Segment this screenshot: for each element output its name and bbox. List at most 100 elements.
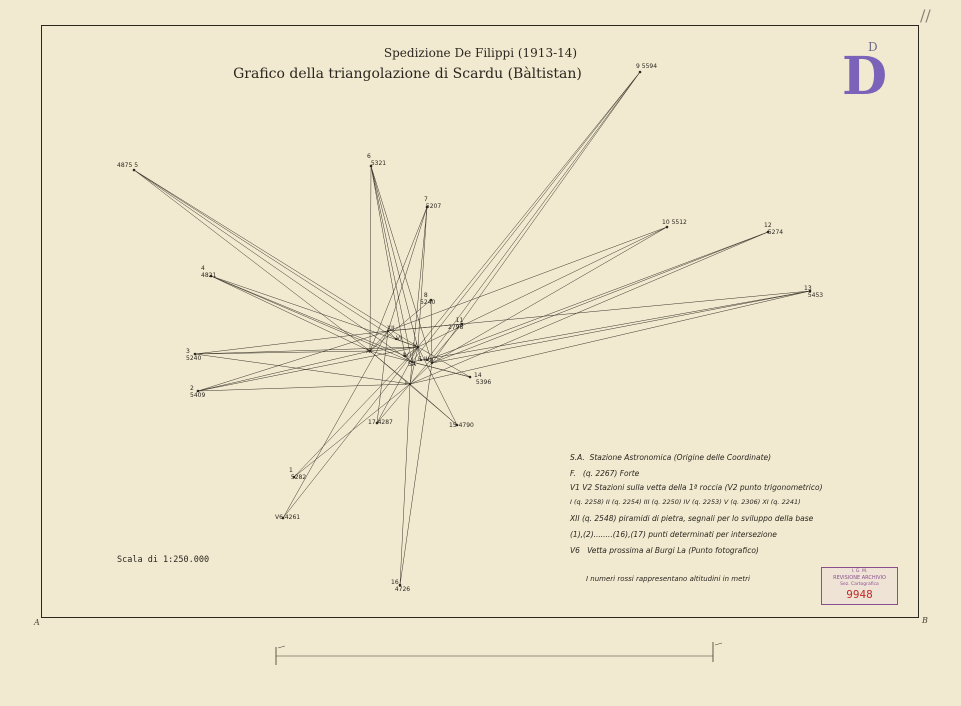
sight-line-s6-IV	[370, 165, 406, 357]
sight-line-s14-XI	[369, 350, 471, 378]
base-label-sa: SA	[408, 361, 417, 368]
sight-line-XI-XII	[369, 330, 389, 352]
base-label-vi: VI	[396, 335, 402, 342]
sight-line-s12-III	[426, 231, 769, 361]
sight-line-s6-II	[370, 165, 433, 364]
base-label-f: F	[418, 356, 422, 363]
sight-line-V-IV	[404, 346, 419, 357]
archive-stamp: I. G. M. REVISIONE ARCHIVIO Sez. Cartogr…	[821, 567, 898, 605]
sight-line-s3-V	[194, 346, 419, 355]
sight-line-sv6-XII	[282, 330, 389, 519]
sight-line-IV-SA	[404, 355, 413, 363]
station-6-label: 6 5321	[367, 153, 387, 167]
legend-row-base-stations: I (q. 2258) II (q. 2254) III (q. 2250) I…	[570, 498, 801, 506]
sight-line-s11-XII	[387, 323, 463, 332]
sight-line-XII-VI	[387, 330, 397, 340]
station-point-s8	[429, 298, 433, 302]
station-point-s6	[369, 164, 373, 168]
map-title: Spedizione De Filippi (1913-14)	[383, 46, 578, 60]
legend-row-f: F. (q. 2267) Forte	[570, 469, 640, 478]
sight-line-s15-I	[409, 383, 458, 426]
sight-line-s5-VI	[133, 169, 397, 340]
sight-line-s13-II	[431, 290, 811, 364]
station-point-s1	[292, 475, 296, 479]
base-label-i: I	[405, 380, 407, 387]
sight-line-s12-II	[431, 231, 769, 364]
station-point-III	[425, 358, 429, 362]
station-point-s10	[665, 225, 669, 229]
station-point-s2	[196, 389, 200, 393]
base-label-iv: IV	[403, 352, 409, 359]
sight-line-s17-XII	[376, 330, 389, 424]
station-point-s11	[460, 322, 464, 326]
stamp-number: 9948	[846, 588, 873, 601]
station-9-label: 9 5594	[636, 63, 658, 70]
sight-line-s7-XII	[387, 206, 428, 332]
station-point-s5	[132, 168, 136, 172]
sight-line-s4-V	[210, 275, 419, 348]
station-point-XII	[386, 329, 390, 333]
station-12-label: 12 5274	[764, 222, 784, 236]
sight-line-I-V	[409, 346, 419, 385]
sight-line-s2-XII	[197, 330, 389, 392]
station-point-s16	[398, 583, 402, 587]
sheet-letter-stamp: D	[842, 46, 888, 107]
base-label-xi: XI	[366, 348, 372, 355]
station-15-label: 15 4790	[449, 422, 474, 429]
sight-line-s16-I	[399, 383, 411, 586]
sight-line-s5-SA	[133, 169, 413, 363]
sight-line-s2-I	[197, 383, 411, 392]
station-10-label: 10 5512	[662, 219, 687, 226]
altitude-note: I numeri rossi rappresentano altitudini …	[586, 575, 750, 583]
legend-row-sa: S.A. Stazione Astronomica (Origine delle…	[570, 453, 772, 462]
station-point-s12	[766, 230, 770, 234]
station-point-s14	[468, 375, 472, 379]
sight-line-s5-V	[133, 169, 419, 348]
station-point-sv6	[281, 516, 285, 520]
sight-line-s4-XI	[210, 275, 371, 352]
sight-line-SA-F	[411, 359, 422, 363]
sight-line-s9-III	[426, 71, 641, 361]
base-label-xii: XII	[387, 325, 395, 332]
station-1-label: 1 5282	[289, 467, 307, 481]
corner-mark-right: B	[922, 616, 928, 625]
sight-line-s17-V	[376, 346, 419, 424]
sight-line-I-II	[409, 362, 433, 385]
corner-mark-left: A	[34, 618, 40, 627]
sight-line-s6-F	[370, 165, 422, 361]
sight-line-s13-I	[409, 290, 811, 385]
corner-pencil-marks: //	[920, 6, 931, 25]
sight-line-s3-I	[194, 353, 411, 385]
sight-line-s17-I	[376, 383, 411, 424]
station-point-I	[408, 382, 412, 386]
station-16-label: 16 4726	[391, 579, 411, 593]
station-point-VI	[394, 337, 398, 341]
station-point-s4	[209, 274, 213, 278]
base-label-iii: III	[424, 356, 430, 363]
sight-line-s10-XII	[387, 226, 668, 332]
sight-line-s1-V	[293, 346, 419, 478]
sight-line-s4-SA	[210, 275, 413, 363]
sight-line-s6-XI	[369, 165, 372, 352]
station-point-F	[419, 358, 423, 362]
sight-line-XI-I	[369, 350, 411, 385]
station-point-s9	[638, 70, 642, 74]
station-point-s3	[193, 352, 197, 356]
sight-line-s11-I	[409, 323, 463, 385]
stamp-line-3: Sez. Cartografica	[840, 582, 879, 587]
station-5-label: 4875 5	[117, 162, 139, 169]
station-17-label: 17 4287	[368, 419, 393, 426]
sight-line-s13-F	[420, 290, 811, 361]
station-point-II	[430, 361, 434, 365]
sight-line-s2-V	[197, 346, 419, 392]
sight-line-s9-II	[431, 71, 641, 364]
sight-line-s8-XI	[369, 299, 432, 352]
station-point-s15	[455, 423, 459, 427]
station-point-V	[416, 345, 420, 349]
sight-line-s9-SA	[411, 71, 641, 363]
sight-line-VI-V	[395, 338, 419, 348]
